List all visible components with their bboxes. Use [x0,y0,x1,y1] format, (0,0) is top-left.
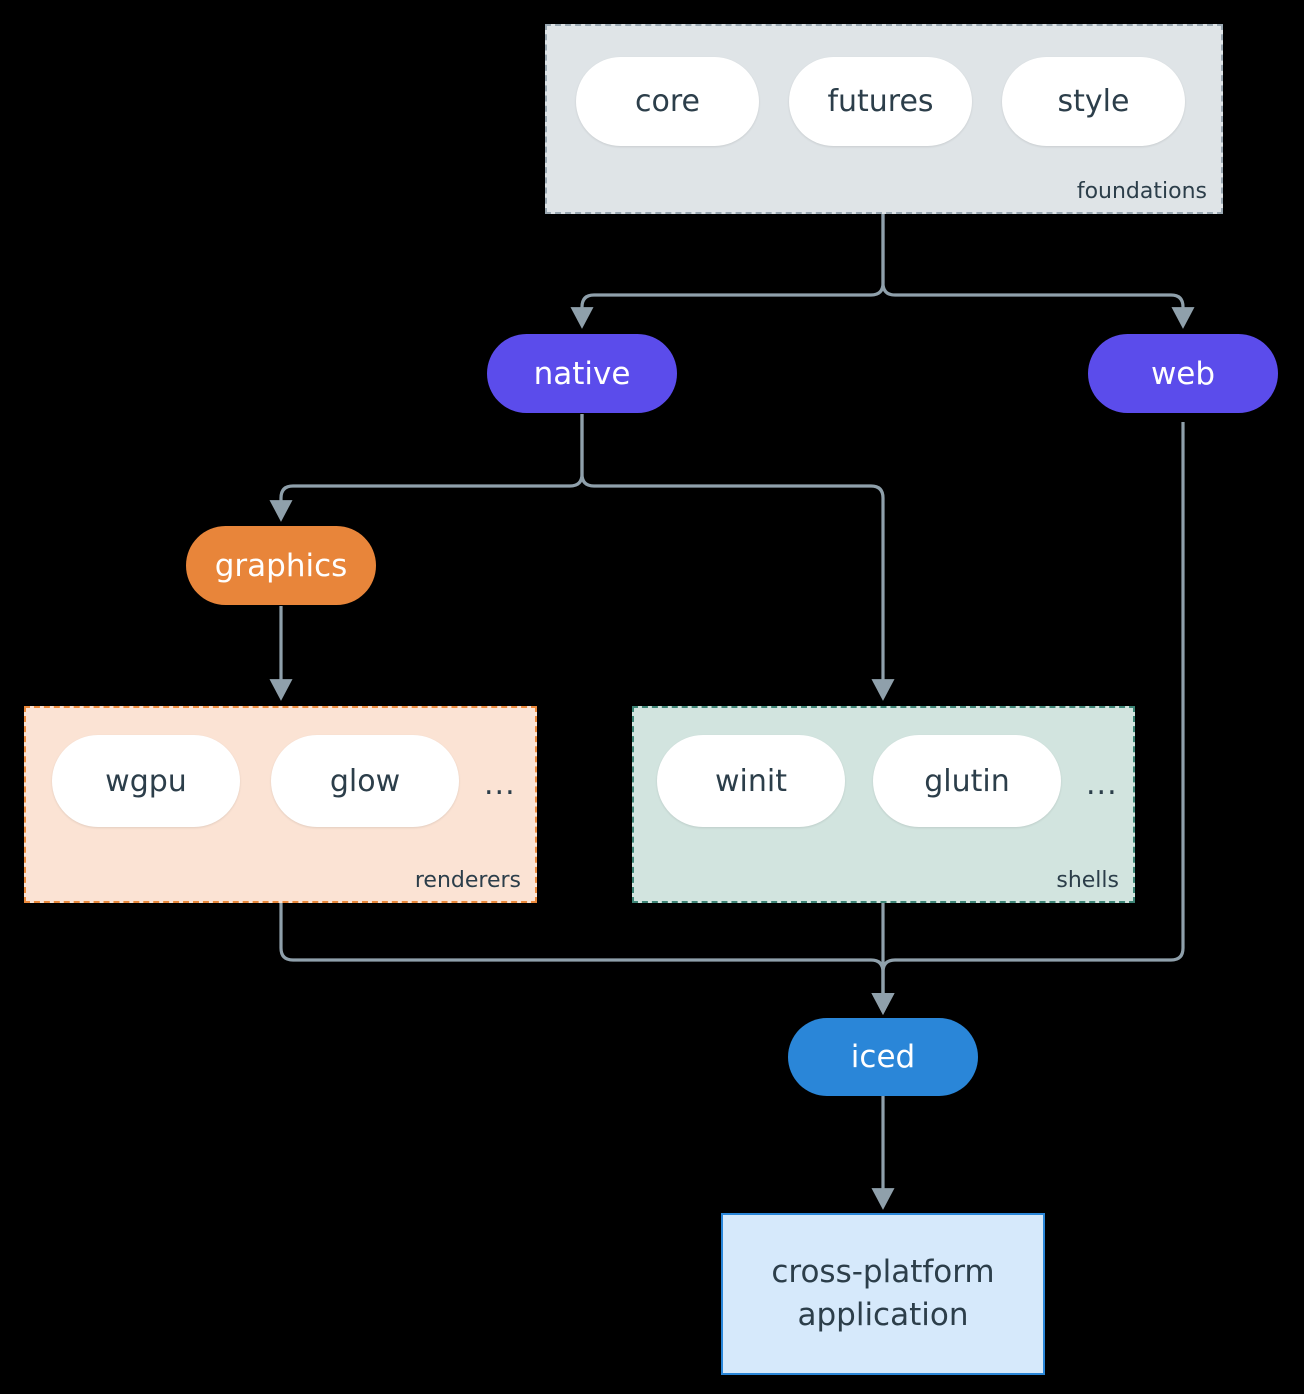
node-web[interactable]: web [1088,334,1278,413]
leaf-futures-label: futures [827,84,934,119]
leaf-futures[interactable]: futures [789,57,972,146]
node-application-text: cross-platform application [771,1251,994,1337]
node-application-line1: cross-platform [771,1254,995,1291]
cluster-renderers: wgpu glow ... renderers [24,706,537,903]
leaf-wgpu-label: wgpu [105,763,187,799]
cluster-shells-label: shells [1056,867,1119,893]
node-application-line2: application [797,1297,969,1333]
cluster-renderers-label: renderers [414,867,521,893]
edge-foundations-web [881,214,1195,329]
edge-foundations-native [570,214,885,329]
node-graphics[interactable]: graphics [186,526,376,605]
leaf-glow[interactable]: glow [271,735,459,827]
node-graphics-label: graphics [214,547,348,584]
cluster-foundations: core futures style foundations [545,24,1223,214]
node-native-label: native [533,355,631,392]
leaf-style-label: style [1057,84,1130,119]
node-native[interactable]: native [487,334,677,413]
leaf-style[interactable]: style [1002,57,1185,146]
leaf-glutin[interactable]: glutin [873,735,1061,827]
node-iced[interactable]: iced [788,1018,978,1096]
edge-native-shells [580,414,895,701]
leaf-wgpu[interactable]: wgpu [52,735,240,827]
leaf-winit[interactable]: winit [657,735,845,827]
node-application[interactable]: cross-platform application [721,1213,1045,1375]
node-web-label: web [1150,355,1216,392]
leaf-core[interactable]: core [576,57,759,146]
leaf-glutin-label: glutin [924,763,1010,799]
leaf-winit-label: winit [715,763,787,799]
leaf-glow-label: glow [329,763,401,799]
edge-native-graphics [269,414,584,522]
shells-overflow-ellipsis: ... [1086,767,1118,802]
cluster-foundations-label: foundations [1076,178,1207,204]
renderers-overflow-ellipsis: ... [484,767,516,802]
edge-renderers-iced [279,903,895,1015]
cluster-shells: winit glutin ... shells [632,706,1135,903]
leaf-core-label: core [635,84,700,119]
node-iced-label: iced [850,1039,916,1075]
